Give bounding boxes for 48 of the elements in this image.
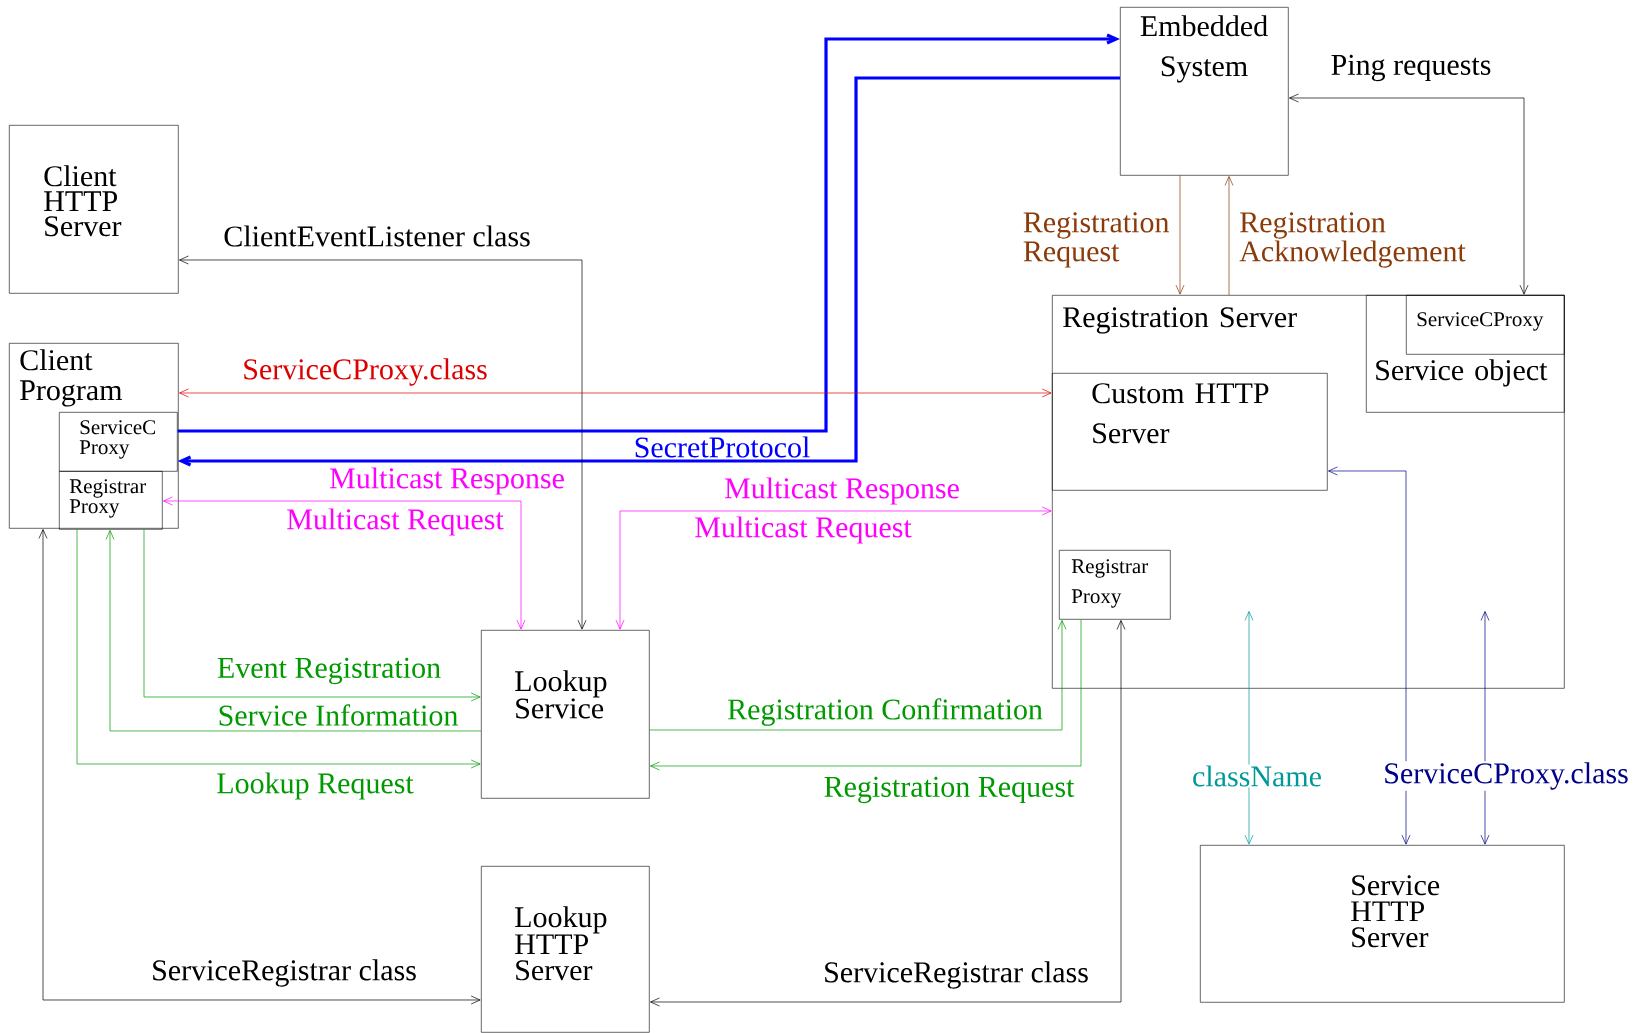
edge-label: Registration Confirmation (726, 697, 1044, 727)
arrow (1328, 466, 1411, 845)
arrow (1175, 175, 1185, 295)
edge-label: Registration Request (822, 775, 1076, 805)
edge-label: Multicast Response (723, 476, 961, 506)
edge-label: ServiceRegistrar class (822, 960, 1090, 990)
component-box: Registrar Proxy (1059, 550, 1171, 620)
arrow (105, 530, 482, 732)
component-box: Embedded System (1120, 7, 1289, 176)
arrow (177, 76, 1120, 467)
arrow (615, 506, 1052, 630)
edge-label: ServiceCProxy.class (1382, 761, 1630, 791)
component-box: Client HTTP Server (9, 125, 179, 294)
component-box: Custom HTTP Server (1052, 373, 1328, 491)
edge-label: ServiceRegistrar class (150, 958, 418, 988)
arrow (1480, 611, 1490, 845)
line-label: Multicast Request (285, 507, 505, 537)
edge-label: className (1191, 764, 1323, 788)
arrow (650, 619, 1082, 771)
arrow (38, 529, 481, 1005)
edge-label: SecretProtocol (632, 435, 812, 459)
edge-label: Service Information (216, 703, 460, 727)
edge-label: Event Registration (215, 656, 443, 686)
edge-label: ServiceCProxy.class (241, 357, 489, 387)
component-box: Service HTTP Server (1200, 845, 1565, 1003)
arrow (177, 33, 1120, 433)
line-label: Multicast Request (693, 515, 913, 545)
edge-label: Ping requests (1329, 53, 1493, 83)
component-box: Registrar Proxy (59, 471, 163, 530)
component-box: ServiceC Proxy (59, 412, 178, 472)
component-box: Lookup HTTP Server (481, 866, 650, 1033)
edge-label: Lookup Request (215, 771, 415, 801)
edge-label: Registration Acknowledgement (1238, 211, 1481, 269)
edge-label: Multicast Response (328, 466, 566, 496)
arrow (143, 529, 481, 702)
arrow (649, 620, 1067, 731)
arrow (650, 620, 1126, 1007)
arrow (1244, 611, 1254, 845)
edge-label: ClientEventListener class (222, 224, 532, 248)
arrow (179, 388, 1052, 398)
arrow (76, 529, 481, 769)
component-box: Lookup Service (481, 630, 650, 799)
arrow (163, 496, 526, 630)
arrow (179, 255, 587, 630)
arrow (1224, 176, 1234, 296)
edge-label: Registration Request (1021, 211, 1174, 269)
arrow (1289, 93, 1529, 295)
component-box: ServiceCProxy (1406, 295, 1565, 355)
